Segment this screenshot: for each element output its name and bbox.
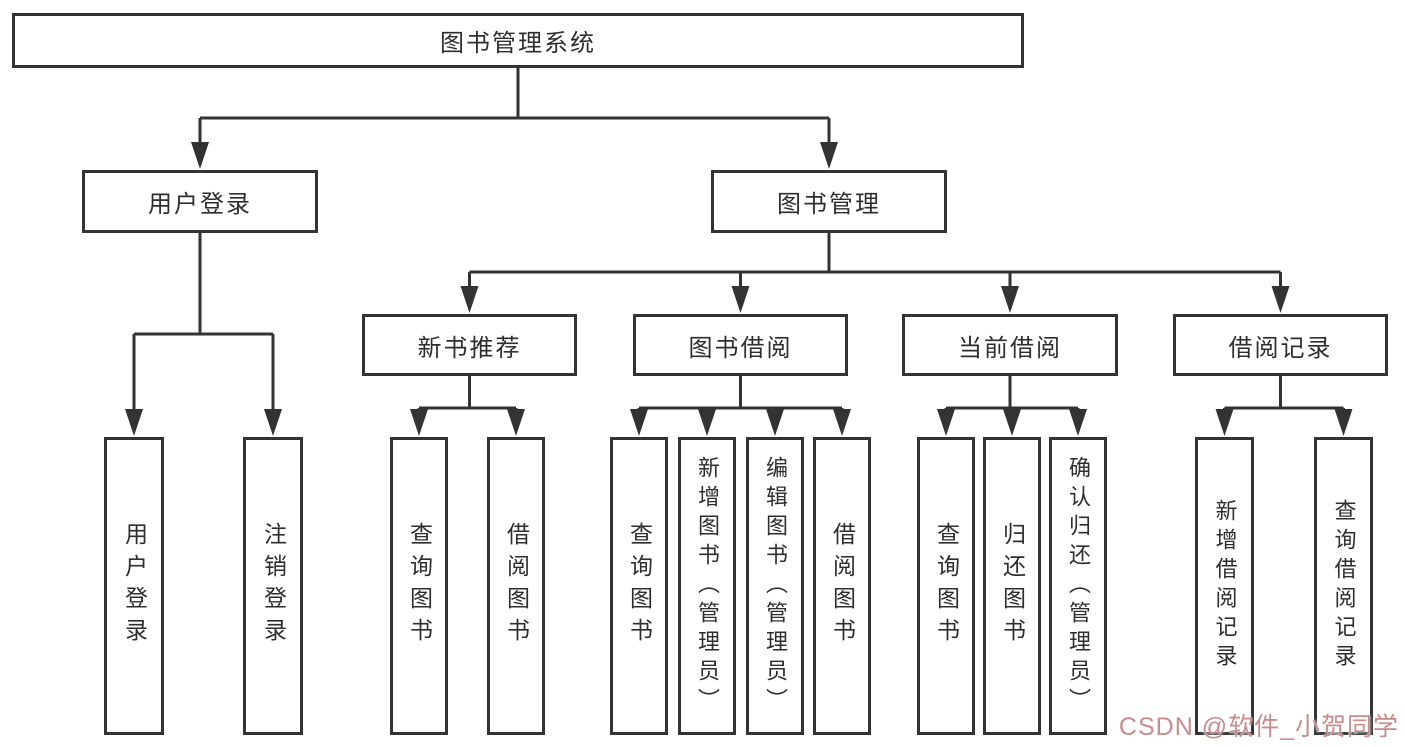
leaf-user-login: 用户登录	[104, 437, 164, 735]
leaf-add-books-admin: 新增图书（管理员）	[678, 437, 736, 735]
node-borrow-records: 借阅记录	[1173, 314, 1388, 376]
node-current-borrow: 当前借阅	[902, 314, 1118, 376]
leaf-logout: 注销登录	[243, 437, 303, 735]
node-user-login: 用户登录	[82, 170, 318, 233]
node-book-borrow: 图书借阅	[633, 314, 848, 376]
leaf-return-books: 归还图书	[983, 437, 1041, 735]
node-book-management: 图书管理	[711, 170, 947, 233]
node-new-book-recommend: 新书推荐	[362, 314, 577, 376]
leaf-edit-books-admin: 编辑图书（管理员）	[746, 437, 804, 735]
leaf-query-books-borrow: 查询图书	[610, 437, 668, 735]
arrowheads	[125, 142, 1353, 436]
leaf-query-books-recommend: 查询图书	[390, 437, 448, 735]
leaf-confirm-return-admin: 确认归还（管理员）	[1049, 437, 1107, 735]
leaf-borrow-books-recommend: 借阅图书	[487, 437, 545, 735]
node-root-system: 图书管理系统	[12, 13, 1024, 68]
csdn-watermark: CSDN @软件_小贺同学	[1118, 713, 1399, 741]
leaf-add-borrow-record: 新增借阅记录	[1195, 437, 1254, 735]
leaf-query-books-current: 查询图书	[917, 437, 975, 735]
leaf-query-borrow-record: 查询借阅记录	[1314, 437, 1373, 735]
leaf-borrow-books: 借阅图书	[813, 437, 871, 735]
